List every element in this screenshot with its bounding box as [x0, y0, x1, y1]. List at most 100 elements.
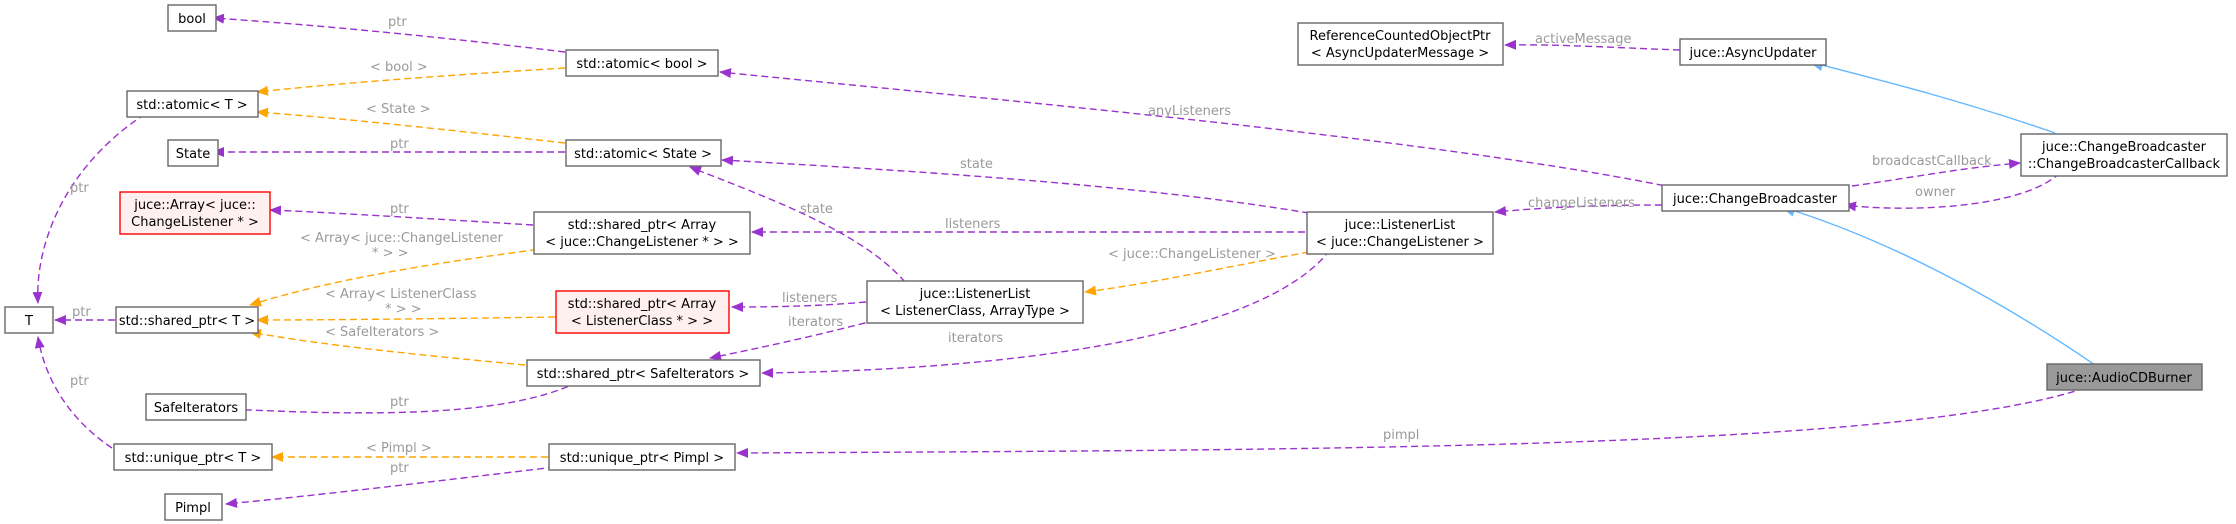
svg-text:std::unique_ptr< Pimpl >: std::unique_ptr< Pimpl > [560, 451, 724, 466]
node-shared-ptr-array-changelistener[interactable]: std::shared_ptr< Array < juce::ChangeLis… [533, 211, 751, 255]
svg-text:< AsyncUpdaterMessage >: < AsyncUpdaterMessage > [1311, 46, 1489, 61]
node-t[interactable]: T [4, 306, 54, 334]
svg-text:juce::ChangeBroadcaster: juce::ChangeBroadcaster [2041, 140, 2207, 155]
node-shared-ptr-array-listenerclass[interactable]: std::shared_ptr< Array < ListenerClass *… [555, 290, 730, 334]
edge-state-template: < State > [256, 102, 566, 144]
node-atomic-t[interactable]: std::atomic< T > [126, 90, 259, 118]
label-iterators-2: iterators [788, 315, 843, 330]
svg-text:ChangeListener * >: ChangeListener * > [131, 215, 259, 230]
edge-bool-template: < bool > [256, 60, 566, 96]
label-iterators-1: iterators [948, 331, 1003, 346]
node-change-broadcaster-callback[interactable]: juce::ChangeBroadcaster ::ChangeBroadcas… [2020, 133, 2228, 177]
edge-array-lc-template: < Array< ListenerClass * > > [256, 287, 556, 325]
edge-iterators-listenerlist-cl: iterators [761, 249, 1331, 378]
label-change-listener-tmpl: < juce::ChangeListener > [1108, 247, 1276, 262]
edge-listeners-listenerlist-cl: listeners [751, 217, 1305, 237]
svg-text:std::shared_ptr< Array: std::shared_ptr< Array [568, 297, 717, 312]
svg-text:State: State [176, 147, 210, 162]
node-audio-cd-burner[interactable]: juce::AudioCDBurner [2046, 363, 2203, 391]
label-pimpl-tmpl: < Pimpl > [366, 441, 432, 456]
edge-ptr-atomic-bool: ptr [212, 13, 566, 53]
edge-async-updater-to-callback [1809, 59, 2056, 134]
node-change-broadcaster[interactable]: juce::ChangeBroadcaster [1661, 184, 1850, 212]
label-state-1: state [960, 157, 993, 172]
svg-text:Pimpl: Pimpl [175, 501, 211, 516]
edge-state-listenerlist-cl: state [721, 155, 1321, 216]
svg-text:std::unique_ptr< T >: std::unique_ptr< T > [125, 451, 262, 466]
nodes: bool std::atomic< T > State juce::Array<… [4, 4, 2228, 521]
node-bool[interactable]: bool [167, 4, 217, 32]
svg-text:ReferenceCountedObjectPtr: ReferenceCountedObjectPtr [1310, 29, 1492, 44]
node-juce-array-changelistener[interactable]: juce::Array< juce:: ChangeListener * > [119, 191, 271, 235]
svg-text:juce::AudioCDBurner: juce::AudioCDBurner [2055, 371, 2192, 386]
label-ptr-2: ptr [390, 137, 409, 152]
label-ptr-3: ptr [390, 202, 409, 217]
node-pimpl[interactable]: Pimpl [164, 493, 223, 521]
node-listenerlist-changelistener[interactable]: juce::ListenerList < juce::ChangeListene… [1306, 211, 1494, 255]
label-ptr-8: ptr [70, 374, 89, 389]
edge-change-listeners: changeListeners [1494, 196, 1663, 216]
edge-ptr-atomic-state: ptr [212, 137, 565, 157]
node-atomic-state[interactable]: std::atomic< State > [565, 139, 722, 167]
svg-text:std::atomic< bool >: std::atomic< bool > [576, 57, 707, 72]
label-any-listeners: anyListeners [1148, 104, 1231, 119]
svg-text:std::atomic< T >: std::atomic< T > [136, 98, 247, 113]
label-array-lc-tmpl-2: * > > [385, 302, 422, 317]
edge-state-listenerlist-generic: state [689, 166, 906, 283]
label-state-tmpl: < State > [366, 102, 430, 117]
label-ptr-5: ptr [390, 461, 409, 476]
label-listeners-2: listeners [782, 291, 838, 306]
node-listenerlist-generic[interactable]: juce::ListenerList < ListenerClass, Arra… [866, 280, 1084, 324]
label-ptr-6: ptr [70, 181, 89, 196]
edge-broadcast-callback: broadcastCallback [1851, 154, 2021, 187]
svg-text:< ListenerClass, ArrayType >: < ListenerClass, ArrayType > [880, 304, 1070, 319]
node-shared-ptr-t[interactable]: std::shared_ptr< T > [115, 306, 259, 334]
label-bool-tmpl: < bool > [370, 60, 428, 75]
svg-text:juce::ListenerList: juce::ListenerList [1344, 218, 1456, 233]
node-safe-iterators[interactable]: SafeIterators [145, 393, 247, 421]
svg-text:juce::Array< juce::: juce::Array< juce:: [133, 198, 256, 213]
node-unique-ptr-pimpl[interactable]: std::unique_ptr< Pimpl > [548, 443, 736, 471]
label-safe-tmpl: < SafeIterators > [325, 325, 439, 340]
edge-owner: owner [1844, 172, 2061, 212]
node-shared-ptr-safe-iterators[interactable]: std::shared_ptr< SafeIterators > [526, 359, 761, 387]
node-unique-ptr-t[interactable]: std::unique_ptr< T > [113, 443, 273, 471]
node-atomic-bool[interactable]: std::atomic< bool > [565, 49, 719, 77]
edge-active-message: activeMessage [1504, 32, 1681, 51]
edge-pimpl-template: < Pimpl > [271, 441, 549, 462]
svg-text:std::shared_ptr< SafeIterators: std::shared_ptr< SafeIterators > [537, 367, 750, 382]
svg-text:bool: bool [178, 12, 206, 27]
edge-ptr-pimpl: ptr [225, 461, 556, 508]
label-array-cl-tmpl-1: < Array< juce::ChangeListener [300, 231, 504, 246]
label-array-lc-tmpl-1: < Array< ListenerClass [325, 287, 477, 302]
label-state-2: state [800, 202, 833, 217]
svg-text:< juce::ChangeListener * > >: < juce::ChangeListener * > > [545, 235, 739, 250]
label-array-cl-tmpl-2: * > > [372, 246, 409, 261]
node-refcounted-ptr[interactable]: ReferenceCountedObjectPtr < AsyncUpdater… [1297, 22, 1504, 66]
label-ptr-4: ptr [390, 395, 409, 410]
node-async-updater[interactable]: juce::AsyncUpdater [1679, 38, 1827, 66]
label-change-listeners: changeListeners [1528, 196, 1635, 211]
svg-text:< ListenerClass * > >: < ListenerClass * > > [571, 314, 713, 329]
edges: activeMessage broadcastCallback owner ch… [32, 13, 2096, 508]
edge-ptr-safe: ptr [205, 381, 579, 414]
svg-text:SafeIterators: SafeIterators [154, 401, 238, 416]
edge-pimpl: pimpl [736, 387, 2086, 458]
label-owner: owner [1915, 185, 1956, 200]
edge-ptr-array-cl: ptr [269, 202, 534, 226]
edge-ptr-unique-t: ptr [34, 336, 113, 449]
node-state[interactable]: State [167, 139, 219, 167]
edge-listeners-listenerlist-generic: listeners [731, 291, 867, 312]
edge-iterators-listenerlist-generic: iterators [709, 315, 877, 361]
label-listeners-1: listeners [945, 217, 1001, 232]
edge-change-broadcaster-to-audio-cd-burner [1781, 205, 2096, 366]
edge-template-change-listener: < juce::ChangeListener > [1084, 247, 1321, 296]
label-active-message: activeMessage [1535, 32, 1632, 47]
edge-any-listeners: anyListeners [719, 68, 1686, 191]
svg-text:std::atomic< State >: std::atomic< State > [574, 147, 712, 162]
svg-text:juce::ChangeBroadcaster: juce::ChangeBroadcaster [1672, 192, 1838, 207]
svg-text:juce::ListenerList: juce::ListenerList [919, 287, 1031, 302]
label-broadcast-callback: broadcastCallback [1872, 154, 1992, 169]
svg-text:T: T [24, 314, 33, 329]
